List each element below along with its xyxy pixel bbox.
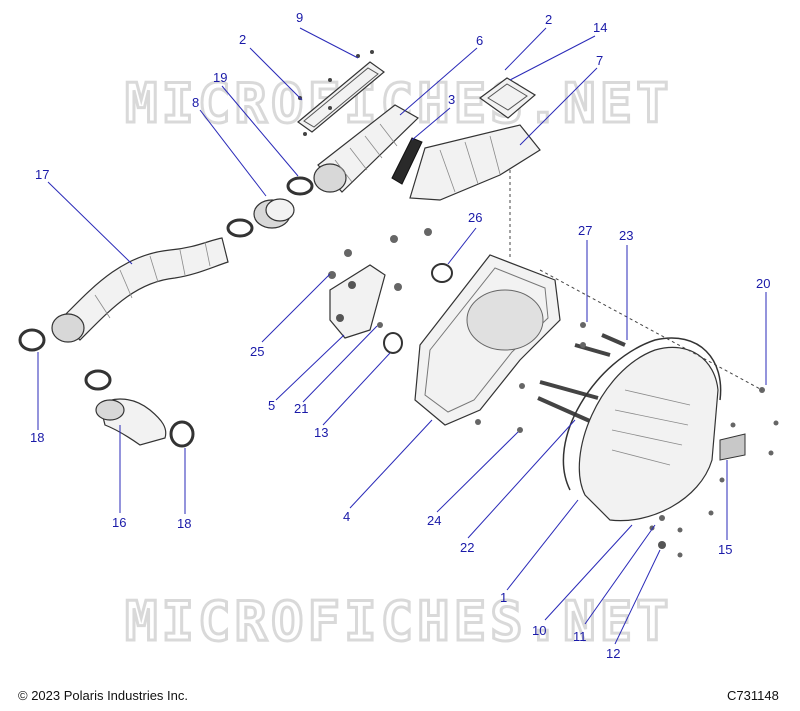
alignment-line-diagonal (539, 269, 763, 391)
callout-18-left: 18 (30, 430, 44, 445)
part-14-gasket (478, 77, 537, 119)
callout-18-lower: 18 (177, 516, 191, 531)
callout-26: 26 (468, 210, 482, 225)
callout-2-right: 2 (545, 12, 552, 27)
callout-8: 8 (192, 95, 199, 110)
callout-17: 17 (35, 167, 49, 182)
callout-labels: 9 2 2 14 6 7 3 19 8 17 26 27 23 20 25 5 … (30, 10, 770, 661)
callout-21: 21 (294, 401, 308, 416)
leader-lines (37, 27, 767, 645)
callout-15: 15 (718, 542, 732, 557)
part-18-clamp-lower (84, 369, 195, 448)
part-18-clamp-left (18, 328, 46, 352)
part-13-o-ring (383, 332, 403, 354)
part-4-inner-cover (414, 254, 561, 426)
callout-24: 24 (427, 513, 441, 528)
callout-19: 19 (213, 70, 227, 85)
part-22-bolt (537, 380, 599, 424)
callout-13: 13 (314, 425, 328, 440)
callout-5: 5 (268, 398, 275, 413)
part-15-patch (719, 433, 746, 461)
callout-12: 12 (606, 646, 620, 661)
callout-11: 11 (573, 629, 587, 644)
part-26-o-ring (431, 263, 453, 283)
part-16-elbow (95, 398, 167, 446)
callout-4: 4 (343, 509, 350, 524)
watermark-bottom: MICROFICHES.NET (125, 590, 673, 653)
copyright-text: © 2023 Polaris Industries Inc. (18, 688, 188, 703)
part-5-bracket (329, 264, 386, 339)
callout-25: 25 (250, 344, 264, 359)
callout-6: 6 (476, 33, 483, 48)
diagram-code: C731148 (727, 688, 779, 703)
part-8-coupler (253, 198, 295, 229)
part-7-upper-duct (409, 124, 541, 201)
fasteners (328, 228, 779, 558)
callout-3: 3 (448, 92, 455, 107)
part-6-intake-duct (313, 104, 419, 193)
part-1-outer-cover (562, 337, 722, 522)
callout-9: 9 (296, 10, 303, 25)
callout-20: 20 (756, 276, 770, 291)
callout-7: 7 (596, 53, 603, 68)
callout-10: 10 (532, 623, 546, 638)
callout-16: 16 (112, 515, 126, 530)
part-19-clamp (226, 176, 314, 238)
callout-27: 27 (578, 223, 592, 238)
callout-14: 14 (593, 20, 607, 35)
part-3-filter-screen (391, 137, 423, 185)
callout-23: 23 (619, 228, 633, 243)
part-17-hose (51, 237, 229, 343)
callout-1: 1 (500, 590, 507, 605)
callout-22: 22 (460, 540, 474, 555)
callout-2-left: 2 (239, 32, 246, 47)
